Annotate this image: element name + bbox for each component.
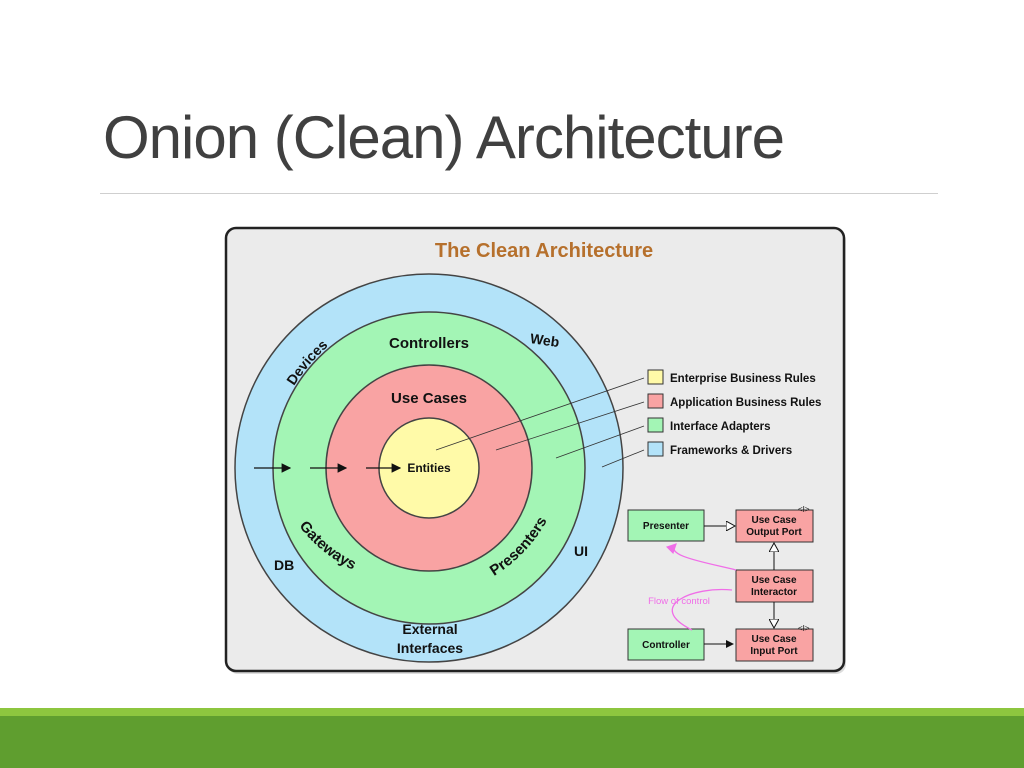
interactor-box: [735, 569, 814, 603]
label-web: Web: [529, 330, 560, 350]
flow-diagram: Presenter Use Case Output Port <I> Use C…: [627, 505, 814, 662]
leader-line-adapters: [555, 425, 645, 459]
label-ui: UI: [574, 543, 588, 559]
label-external: External: [402, 621, 457, 637]
output-port-box: [735, 509, 814, 543]
legend-swatch-frameworks: [647, 441, 664, 457]
label-interfaces: Interfaces: [397, 640, 463, 656]
legend-label-frameworks: Frameworks & Drivers: [670, 445, 792, 457]
output-port-label-1: Use Case: [751, 515, 796, 526]
output-port-interface-icon: <I>: [798, 505, 810, 514]
footer-accent-dark: [0, 716, 1024, 768]
legend-label-application: Application Business Rules: [670, 397, 821, 409]
legend-swatch-enterprise: [647, 369, 664, 385]
input-port-interface-icon: <I>: [798, 624, 810, 633]
controller-label: Controller: [642, 640, 690, 651]
legend-swatch-adapters: [647, 417, 664, 433]
legend-swatch-application: [647, 393, 664, 409]
legend: Enterprise Business Rules Application Bu…: [647, 369, 821, 457]
legend-label-enterprise: Enterprise Business Rules: [670, 373, 816, 385]
diagram-heading: The Clean Architecture: [435, 240, 653, 262]
clean-architecture-diagram: The Clean Architecture Devices Web DB UI…: [224, 226, 852, 683]
label-entities: Entities: [407, 461, 451, 475]
input-port-label-2: Input Port: [750, 646, 798, 657]
leader-line-enterprise: [435, 377, 645, 451]
slide-title: Onion (Clean) Architecture: [103, 104, 785, 171]
flow-of-control-curve: [672, 544, 737, 631]
controller-box: [627, 628, 705, 661]
leader-line-application: [495, 401, 645, 451]
output-port-label-2: Output Port: [746, 527, 802, 538]
interactor-label-1: Use Case: [751, 575, 796, 586]
input-port-box: [735, 628, 814, 662]
footer-accent-light: [0, 708, 1024, 716]
leader-line-frameworks: [601, 449, 645, 468]
input-port-label-1: Use Case: [751, 634, 796, 645]
label-controllers: Controllers: [389, 335, 469, 352]
legend-label-adapters: Interface Adapters: [670, 421, 771, 433]
presenter-label: Presenter: [643, 521, 689, 532]
label-db: DB: [274, 557, 294, 573]
flow-of-control-label: Flow of control: [648, 596, 710, 607]
interactor-label-2: Interactor: [751, 587, 797, 598]
label-use-cases: Use Cases: [391, 390, 467, 407]
title-divider: [100, 193, 938, 194]
